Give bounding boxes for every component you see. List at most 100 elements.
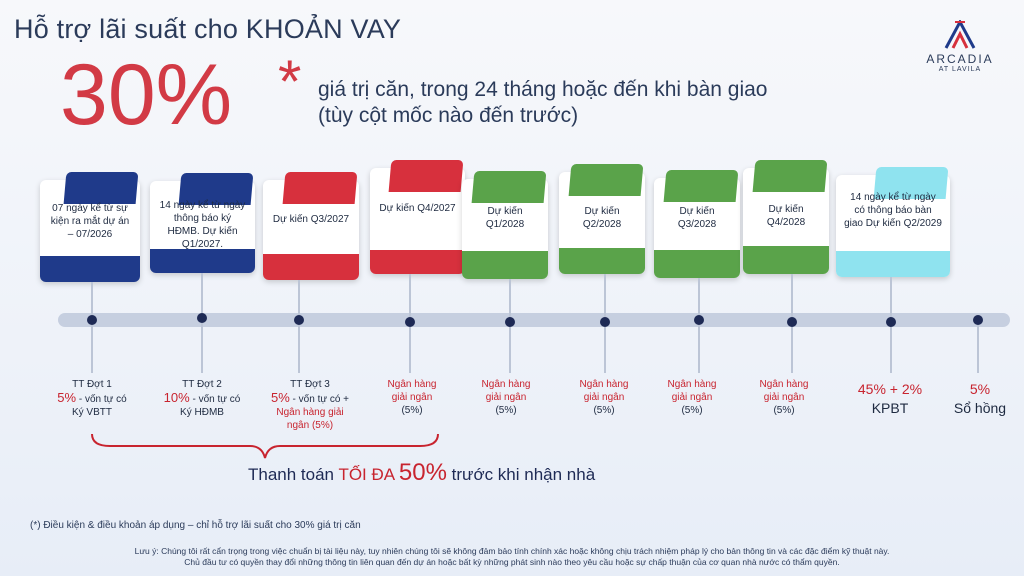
card-footer xyxy=(836,251,950,277)
milestone-percent: 10% xyxy=(163,390,190,405)
connector-top xyxy=(91,282,93,320)
milestone-line: 5% xyxy=(969,381,991,397)
card-text: Dự kiến Q4/2028 xyxy=(766,204,806,228)
connector-top xyxy=(298,280,300,320)
connector-bottom xyxy=(604,327,606,373)
milestone-card: Dự kiến Q2/2028 xyxy=(559,164,645,274)
headline-subtitle-2: (tùy cột mốc nào đến trước) xyxy=(318,104,579,127)
milestone-line: ngân (5%) xyxy=(286,420,334,431)
card-tab xyxy=(471,171,547,203)
milestone-label: 5% Sổ hồng xyxy=(920,380,1024,418)
card-footer xyxy=(263,254,359,280)
asterisk: * xyxy=(278,48,302,115)
connector-top xyxy=(409,274,411,322)
card-text: Dự kiến Q1/2028 xyxy=(485,206,525,230)
milestone-line: giải ngân xyxy=(485,392,527,403)
timeline-dot xyxy=(973,315,983,325)
page-title: Hỗ trợ lãi suất cho KHOẢN VAY xyxy=(14,14,402,44)
timeline-dot xyxy=(294,315,304,325)
milestone-line: TT Đợt 3 xyxy=(290,379,330,390)
timeline-dot xyxy=(405,317,415,327)
timeline-dot xyxy=(505,317,515,327)
milestone-line: Ngân hàng giải xyxy=(276,407,344,418)
timeline-dot xyxy=(87,315,97,325)
card-text: 14 ngày kể từ ngày thông báo ký HĐMB. Dự… xyxy=(159,200,246,250)
card-text: Dự kiến Q4/2027 xyxy=(379,203,456,214)
payment-max: TỐI ĐA xyxy=(338,465,399,484)
connector-top xyxy=(890,277,892,322)
card-tab xyxy=(663,170,739,202)
milestone-line: (5%) xyxy=(495,405,517,416)
connector-bottom xyxy=(409,327,411,373)
connector-bottom xyxy=(298,325,300,373)
milestone-card: Dự kiến Q4/2028 xyxy=(743,160,829,274)
card-footer xyxy=(559,248,645,274)
milestone-line: giải ngân xyxy=(583,392,625,403)
card-tab xyxy=(282,172,358,204)
card-tab xyxy=(63,172,139,204)
milestone-line: Ngân hàng xyxy=(667,379,717,390)
milestone-percent-row: 10% - vốn tự có xyxy=(142,391,262,406)
footnote-conditions: (*) Điều kiện & điều khoản áp dụng – chỉ… xyxy=(30,520,361,531)
timeline-dot xyxy=(197,313,207,323)
connector-top xyxy=(698,278,700,320)
milestone-line: (5%) xyxy=(681,405,703,416)
connector-top xyxy=(791,274,793,322)
connector-bottom xyxy=(201,323,203,373)
milestone-line: Ký HĐMB xyxy=(180,407,224,418)
card-text: 14 ngày kể từ ngày có thông báo bàn giao… xyxy=(844,192,942,229)
milestone-source: - vốn tự có xyxy=(76,394,127,405)
arcadia-logo-icon xyxy=(944,20,976,49)
card-text: Dự kiến Q2/2028 xyxy=(582,206,622,230)
milestone-line: Sổ hồng xyxy=(953,400,1007,416)
card-footer xyxy=(370,250,465,274)
headline-percentage: 30% xyxy=(60,47,233,143)
milestone-source: - vốn tự có + xyxy=(289,394,349,405)
milestone-source: - vốn tự có xyxy=(189,394,241,405)
milestone-line: Ngân hàng xyxy=(579,379,629,390)
milestone-line: Ngân hàng xyxy=(759,379,809,390)
payment-fifty: 50% xyxy=(398,459,447,486)
milestone-line: (5%) xyxy=(773,405,795,416)
milestone-card: 07 ngày kể từ sự kiện ra mắt dự án – 07/… xyxy=(40,172,140,282)
connector-bottom xyxy=(698,325,700,373)
milestone-line: giải ngân xyxy=(391,392,433,403)
arcadia-logo: ARCADIA AT LAVILA xyxy=(915,20,1005,73)
logo-place: AT LAVILA xyxy=(938,66,982,73)
timeline-dot xyxy=(694,315,704,325)
milestone-percent-row: 5% - vốn tự có + xyxy=(250,391,370,406)
connector-bottom xyxy=(509,327,511,373)
timeline-dot xyxy=(787,317,797,327)
card-text: Dự kiến Q3/2027 xyxy=(272,214,350,225)
card-footer xyxy=(654,250,740,278)
milestone-card: 14 ngày kể từ ngày thông báo ký HĐMB. Dự… xyxy=(150,173,255,273)
milestone-label: Ngân hàng giải ngân (5%) xyxy=(724,378,844,417)
card-footer xyxy=(743,246,829,274)
milestone-card: 14 ngày kể từ ngày có thông báo bàn giao… xyxy=(836,167,950,277)
disclaimer-line-2: Chủ đầu tư có quyền thay đổi những thông… xyxy=(184,557,840,567)
card-text: Dự kiến Q3/2028 xyxy=(677,206,717,230)
milestone-line: TT Đợt 1 xyxy=(72,379,112,390)
milestone-card: Dự kiến Q1/2028 xyxy=(462,171,548,279)
card-footer xyxy=(462,251,548,279)
card-footer xyxy=(150,249,255,273)
logo-name: ARCADIA xyxy=(926,52,994,66)
connector-bottom xyxy=(91,325,93,373)
milestone-line: KPBT xyxy=(871,400,909,416)
connector-top xyxy=(509,279,511,322)
milestone-line: giải ngân xyxy=(763,392,805,403)
connector-top xyxy=(201,273,203,318)
payment-post: trước khi nhận nhà xyxy=(446,465,596,484)
connector-bottom xyxy=(977,325,979,373)
milestone-line: giải ngân xyxy=(671,392,713,403)
card-tab xyxy=(752,160,828,192)
milestone-line: Ký VBTT xyxy=(71,407,112,418)
payment-summary: Thanh toán TỐI ĐA 50% trước khi nhận nhà xyxy=(248,459,595,487)
